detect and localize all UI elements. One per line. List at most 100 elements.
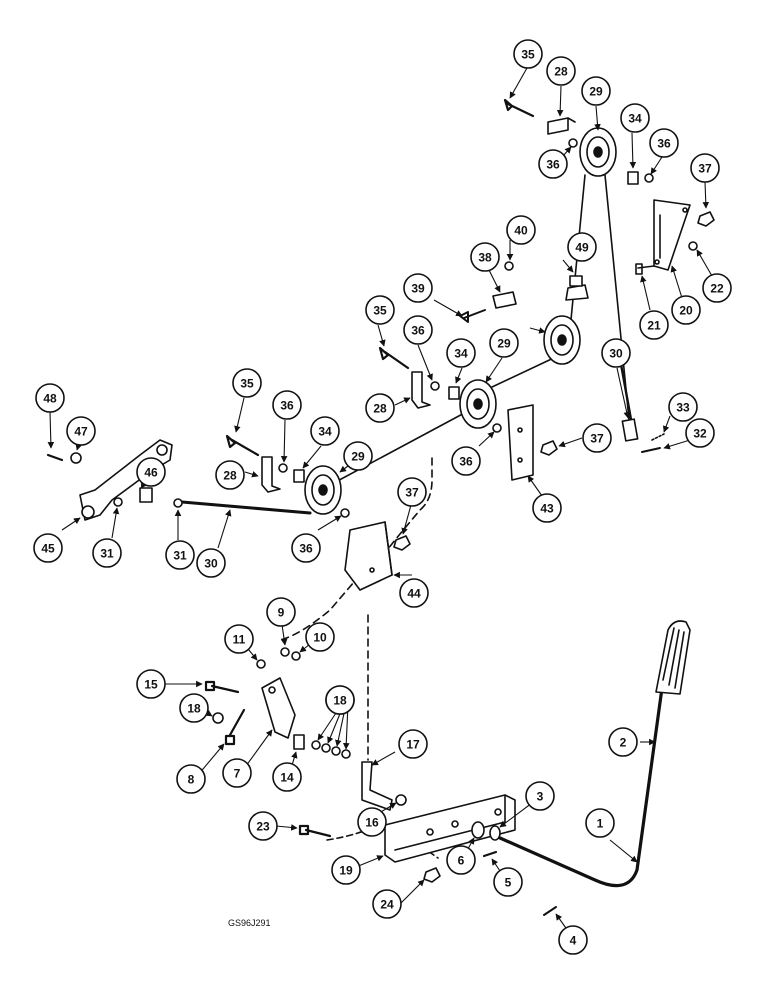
callout-36: 36 bbox=[451, 446, 481, 476]
callout-number: 9 bbox=[278, 606, 285, 620]
leader-36-mid bbox=[417, 344, 433, 381]
callout-4: 4 bbox=[558, 925, 588, 955]
leader-39 bbox=[433, 299, 463, 317]
callout-circle bbox=[343, 441, 373, 471]
part-17-bracket bbox=[361, 761, 393, 811]
leader-33 bbox=[662, 415, 671, 433]
callout-number: 44 bbox=[407, 587, 421, 601]
callout-circle bbox=[331, 855, 361, 885]
part-10-nut bbox=[291, 651, 301, 661]
callout-number: 3 bbox=[537, 790, 544, 804]
callout-number: 36 bbox=[299, 542, 313, 556]
callout-circle bbox=[546, 56, 576, 86]
callout-circle bbox=[232, 368, 262, 398]
callout-22: 22 bbox=[702, 273, 732, 303]
part-43-bracket bbox=[507, 404, 534, 481]
callout-number: 17 bbox=[406, 738, 420, 752]
callout-circle bbox=[357, 807, 387, 837]
callout-48: 48 bbox=[35, 383, 65, 413]
callout-number: 36 bbox=[411, 324, 425, 338]
callout-number: 2 bbox=[620, 736, 627, 750]
callout-circle bbox=[272, 390, 302, 420]
leader-32 bbox=[663, 439, 691, 450]
callout-37: 37 bbox=[397, 477, 427, 507]
part-36-washer-top-right bbox=[644, 173, 654, 183]
callout-number: 36 bbox=[657, 137, 671, 151]
callout-45: 45 bbox=[33, 533, 63, 563]
callout-circle bbox=[272, 762, 302, 792]
leader-37-mid bbox=[558, 437, 583, 448]
callout-number: 11 bbox=[233, 633, 246, 647]
callout-30: 30 bbox=[601, 338, 631, 368]
leader-21 bbox=[640, 275, 651, 311]
callout-number: 24 bbox=[380, 898, 394, 912]
callout-circle bbox=[222, 758, 252, 788]
callout-circle bbox=[601, 338, 631, 368]
callout-number: 28 bbox=[223, 469, 237, 483]
callout-circle bbox=[397, 477, 427, 507]
callout-number: 48 bbox=[43, 392, 57, 406]
callout-circle bbox=[608, 727, 638, 757]
part-35-bolt-top bbox=[503, 98, 535, 118]
callout-23: 23 bbox=[248, 811, 278, 841]
callout-number: 31 bbox=[173, 549, 187, 563]
pulley-lower-mid bbox=[459, 379, 497, 429]
part-18-washer-d bbox=[341, 749, 351, 759]
callout-6: 6 bbox=[446, 845, 476, 875]
part-47-washer bbox=[70, 452, 82, 464]
callout-49: 49 bbox=[567, 232, 597, 262]
callout-number: 18 bbox=[187, 702, 201, 716]
callout-circle bbox=[671, 295, 701, 325]
callout-number: 18 bbox=[333, 694, 347, 708]
callout-circle bbox=[399, 578, 429, 608]
callout-circle bbox=[403, 273, 433, 303]
part-36-washer-left bbox=[278, 463, 288, 473]
leader-28-left bbox=[244, 471, 259, 478]
part-46-bushing bbox=[139, 487, 153, 503]
callout-35: 35 bbox=[365, 295, 395, 325]
callout-circle bbox=[446, 338, 476, 368]
callout-number: 29 bbox=[589, 85, 603, 99]
callout-circle bbox=[567, 232, 597, 262]
callout-circle bbox=[668, 392, 698, 422]
leader-35-mid bbox=[377, 324, 386, 347]
callout-circle bbox=[291, 533, 321, 563]
callout-number: 37 bbox=[590, 432, 604, 446]
callout-21: 21 bbox=[639, 310, 669, 340]
callout-number: 34 bbox=[454, 347, 468, 361]
part-33-clip bbox=[651, 433, 665, 441]
leader-1 bbox=[609, 839, 638, 863]
callout-number: 49 bbox=[575, 241, 589, 255]
callout-36: 36 bbox=[291, 533, 321, 563]
leader-22 bbox=[696, 249, 713, 277]
callout-circle bbox=[33, 533, 63, 563]
callout-number: 28 bbox=[554, 65, 568, 79]
callout-35: 35 bbox=[232, 368, 262, 398]
callout-24: 24 bbox=[372, 889, 402, 919]
callout-10: 10 bbox=[305, 622, 335, 652]
leader-20 bbox=[670, 265, 683, 299]
leader-35-top bbox=[509, 67, 528, 99]
callout-circle bbox=[365, 393, 395, 423]
callout-number: 46 bbox=[144, 466, 158, 480]
callout-circle bbox=[506, 215, 536, 245]
callout-11: 11 bbox=[224, 624, 254, 654]
callout-47: 47 bbox=[66, 416, 96, 446]
callout-number: 6 bbox=[458, 854, 465, 868]
leader-35-left bbox=[234, 397, 245, 433]
part-40-nut bbox=[504, 261, 514, 271]
part-18-washer-b bbox=[321, 743, 331, 753]
callout-group: 1234567891011141516171818181920212223242… bbox=[33, 39, 732, 955]
part-3-washer bbox=[489, 825, 501, 841]
part-9-nut bbox=[280, 647, 290, 657]
callout-circle bbox=[690, 153, 720, 183]
part-30-rod-lower bbox=[180, 500, 312, 515]
part-34-spacer-left bbox=[293, 469, 305, 483]
callout-circle bbox=[513, 39, 543, 69]
callout-number: 1 bbox=[597, 817, 604, 831]
callout-circle bbox=[493, 867, 523, 897]
leader-23 bbox=[275, 824, 298, 831]
leader-30-upper bbox=[616, 367, 630, 419]
callout-number: 36 bbox=[280, 399, 294, 413]
